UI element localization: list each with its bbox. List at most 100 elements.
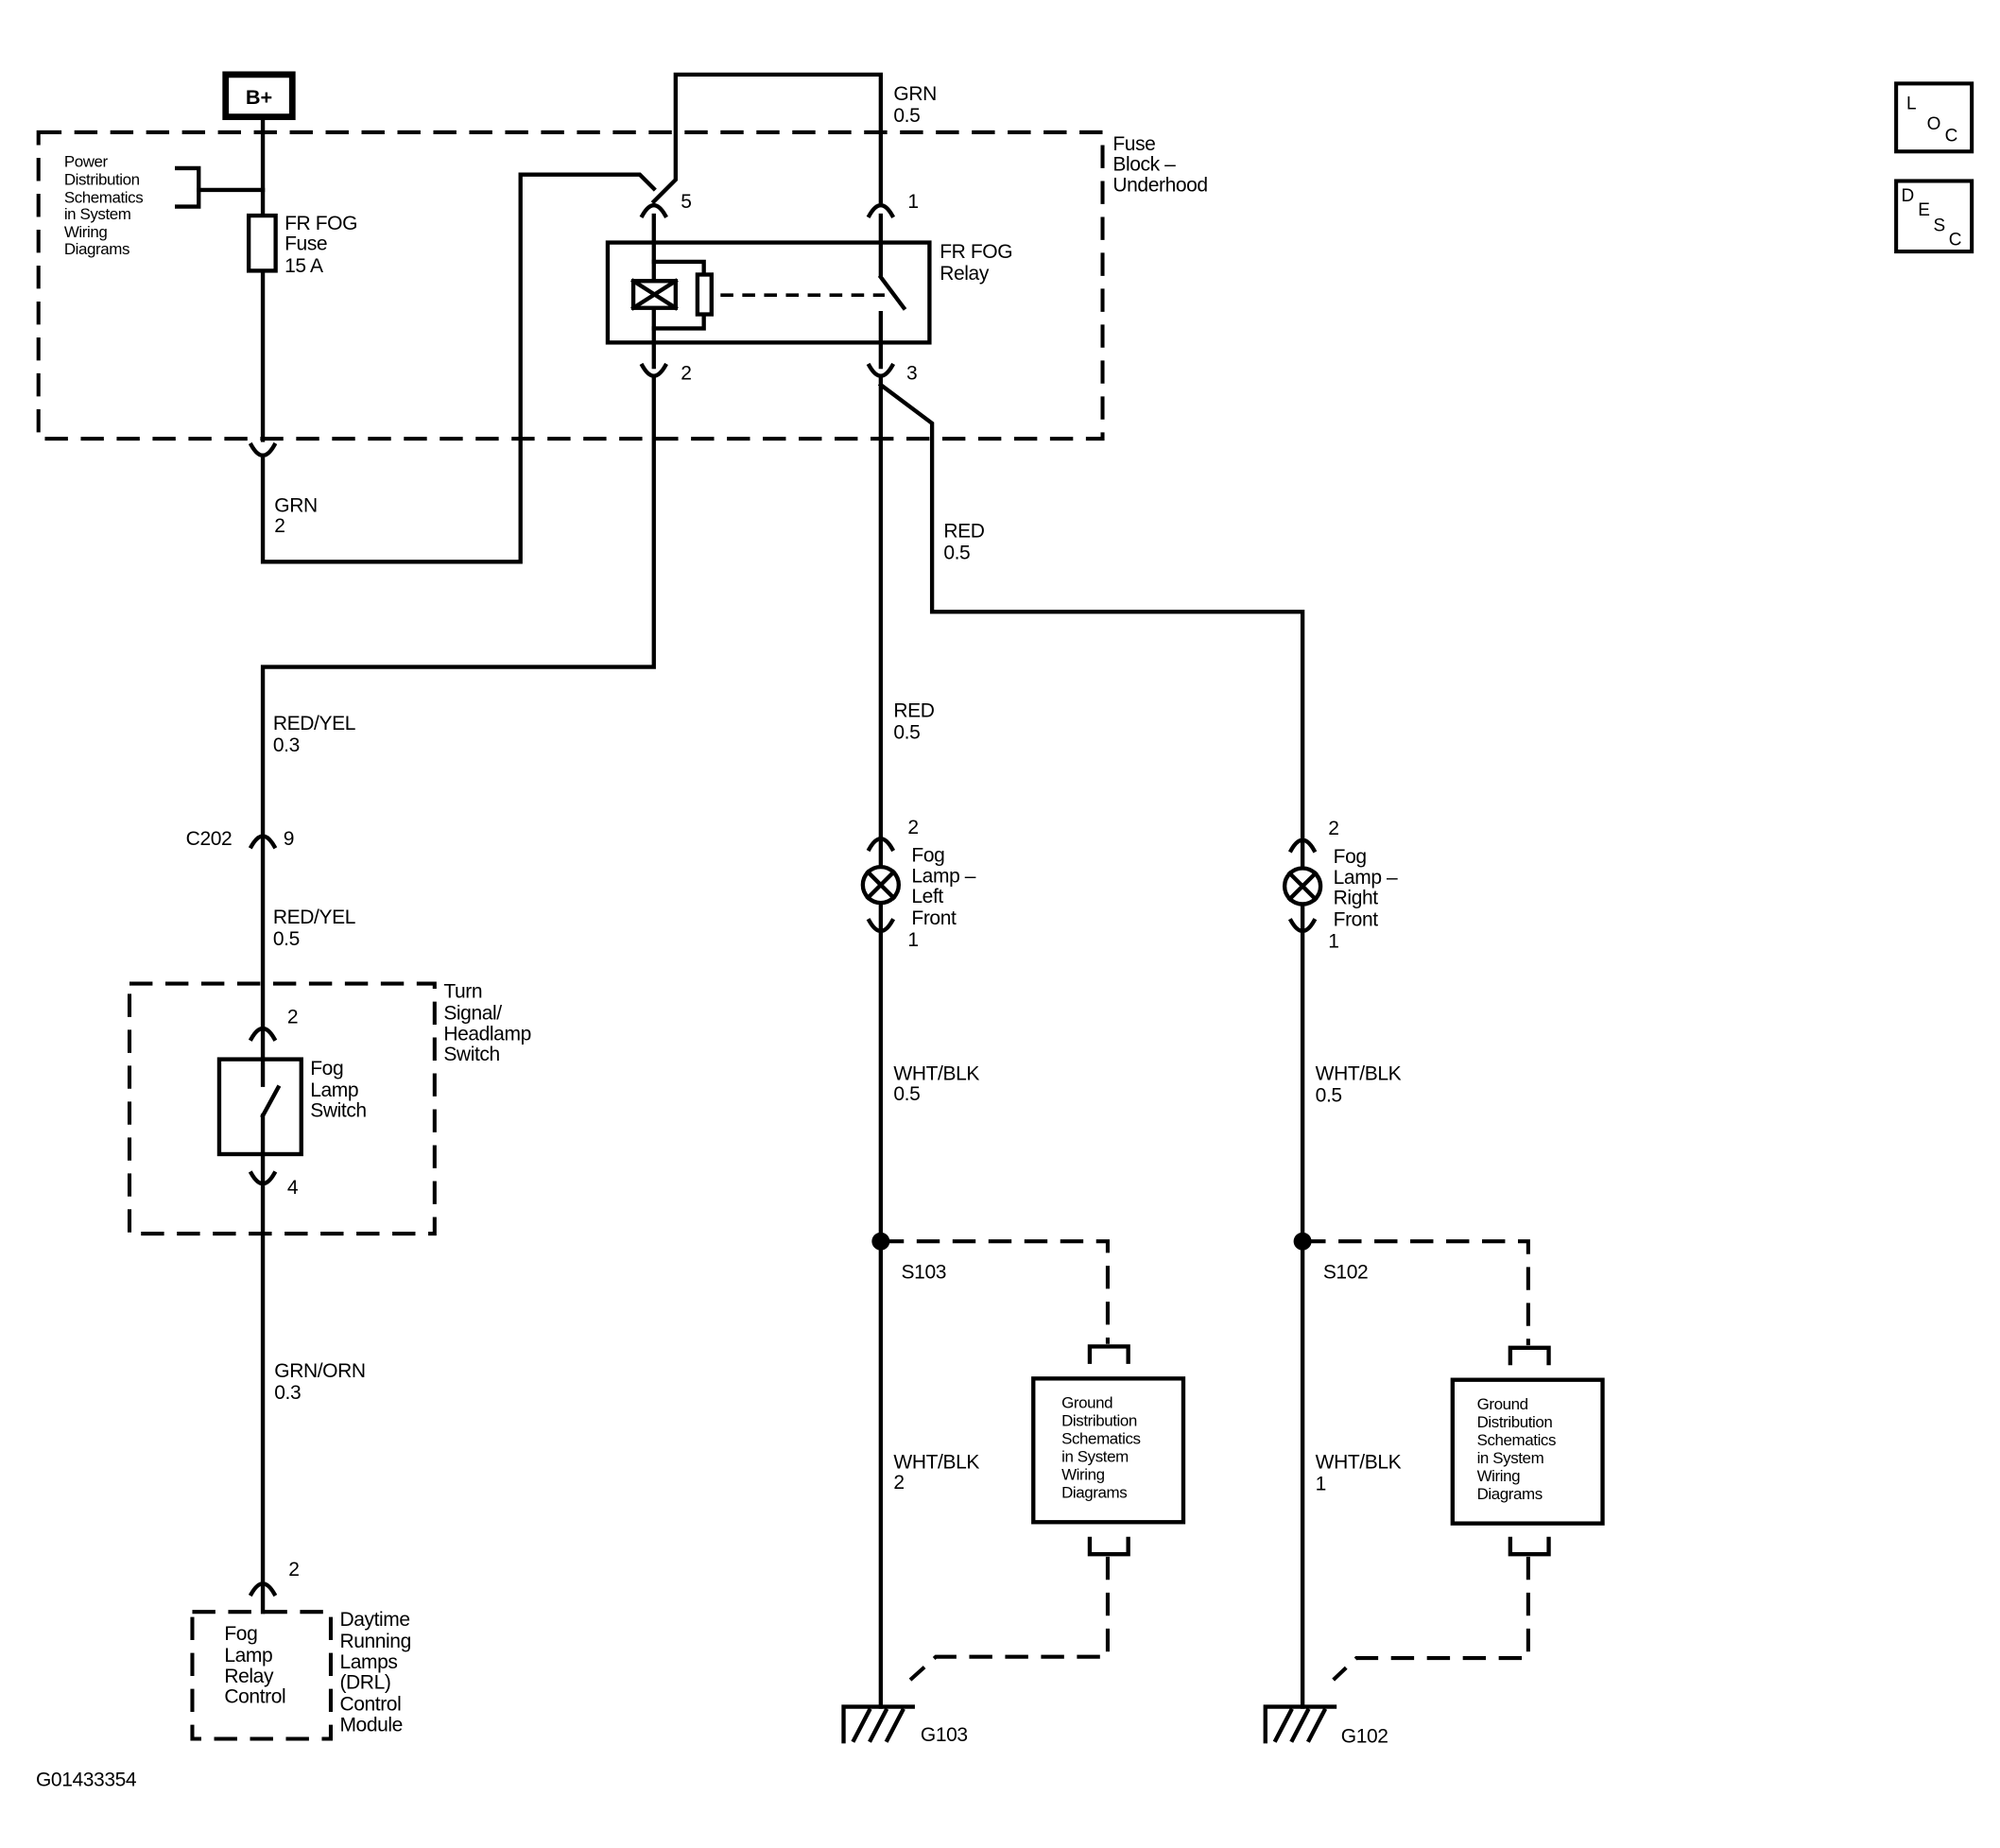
ground-distribution-left-label: Diagrams [1061,1483,1127,1501]
pin-number: 2 [288,1559,299,1580]
connector-c202 [248,834,278,850]
wire-size-label: 1 [1316,1473,1326,1494]
ground-distribution-left-bracket-bottom [1087,1536,1130,1557]
wire-red-yel-0-3 [260,377,656,1062]
fog-lamp-right-label: Right [1334,887,1379,908]
desc-button-letter[interactable]: S [1933,216,1945,235]
ground-distribution-left-label: Ground [1061,1394,1112,1412]
wire-grn-0-5 [650,72,884,205]
drl-module-inner-label: Fog [224,1623,257,1645]
splice-label: S102 [1323,1262,1368,1284]
fog-lamp-switch-box [216,1057,303,1157]
battery-positive-label: B+ [246,85,272,109]
drl-module-label: Module [339,1714,402,1736]
wire-color-label: RED/YEL [273,713,355,734]
fog-lamp-left-label: Left [911,886,943,907]
wire-color-label: RED [893,699,934,721]
fuse-block-outline [36,130,1105,441]
connector-relay-pin-5 [639,203,668,219]
loc-button-frame[interactable] [1894,81,1974,154]
ground-distribution-right-label: Ground [1477,1395,1528,1413]
desc-button-letter[interactable]: D [1902,186,1915,206]
fuse-block-label: Underhood [1112,174,1207,196]
ground-distribution-right-label: in System [1477,1449,1544,1467]
wire-size-label: 0.5 [893,721,920,743]
headlamp-switch-outline [127,981,437,1236]
wire-color-label: RED/YEL [273,907,355,928]
fuse-label: FR FOG [284,213,357,234]
connector-drl-pin-2 [248,1581,278,1598]
ground-distribution-left-link [880,1239,1110,1344]
ground-distribution-left-label: Distribution [1061,1412,1137,1430]
fog-lamp-left-bulb-cross [865,869,897,901]
connector-switch-pin-2 [248,1026,278,1042]
wire-color-label: RED [943,521,984,543]
ground-distribution-left-return [908,1556,1110,1682]
ground-distribution-right-label: Wiring [1477,1467,1521,1485]
loc-button-letter[interactable]: C [1945,126,1958,146]
relay-coil-cross [630,278,679,311]
ground-distribution-right-label: Diagrams [1477,1485,1543,1503]
splice-label: S103 [902,1262,946,1284]
loc-button-letter[interactable]: O [1927,114,1941,134]
wire-size-label: 0.5 [893,1083,920,1105]
fog-lamp-switch-label: Fog [310,1058,343,1079]
desc-button-letter[interactable]: C [1949,230,1962,250]
relay-label: Relay [940,263,990,285]
power-distribution-ref: Diagrams [64,240,129,258]
power-distribution-ref: Wiring [64,223,108,241]
connector-relay-pin-1 [866,203,896,219]
desc-button[interactable]: D E S C [1894,179,1974,254]
drl-module-inner-label: Control [224,1686,285,1708]
pin-number: 2 [681,363,691,385]
loc-button-letter[interactable]: L [1906,95,1917,114]
wire-color-label: WHT/BLK [893,1062,979,1084]
wire-size-label: 0.3 [273,734,300,756]
pin-number: 5 [681,191,691,213]
fuse-symbol [246,213,278,273]
connector-right-lamp-pin-1 [1287,918,1318,934]
wire-color-label: GRN [893,83,936,105]
loc-button[interactable]: L O C [1894,81,1974,154]
wire-size-label: 0.3 [274,1382,301,1404]
relay-suppression-branch [651,259,706,331]
wire-color-label: GRN/ORN [274,1360,365,1382]
headlamp-switch-label: Headlamp [443,1023,531,1045]
ground-distribution-right-bracket-bottom [1508,1536,1551,1557]
drl-module-label: Control [339,1694,401,1716]
pin-number: 2 [907,817,918,838]
fog-lamp-switch-label: Lamp [310,1079,358,1101]
ground-g102-symbol [1263,1704,1337,1744]
desc-button-letter[interactable]: E [1918,200,1930,220]
relay-label: FR FOG [940,241,1012,263]
pin-number: 2 [1328,818,1338,839]
drl-module-label: Daytime [339,1609,409,1631]
fog-lamp-left-label: Front [911,907,957,929]
relay-switch-contact [877,213,907,370]
power-distribution-ref: Distribution [64,171,140,189]
pin-number: 4 [287,1177,299,1199]
ground-distribution-right-link [1302,1239,1530,1346]
fog-lamp-left-label: Fog [911,845,944,867]
ground-distribution-left-label: Schematics [1061,1430,1140,1448]
fog-lamp-right-label: Fog [1334,846,1367,868]
drl-module-inner-label: Lamp [224,1645,272,1667]
fuse-block-label: Fuse [1112,133,1155,155]
drl-module-label: (DRL) [339,1672,390,1694]
drl-module-label: Lamps [339,1651,397,1673]
connector-relay-pin-2 [639,362,668,378]
relay-body [605,240,932,345]
connector-left-lamp-pin-2 [866,837,896,853]
wire-color-label: WHT/BLK [1316,1062,1402,1084]
pin-number: 1 [907,191,918,213]
pin-number: 3 [906,363,917,385]
pin-number: 1 [907,929,918,951]
power-distribution-ref: Schematics [64,189,143,207]
desc-button-frame[interactable] [1894,179,1974,254]
ground-distribution-right-label: Schematics [1477,1431,1556,1449]
connector-left-lamp-pin-1 [866,918,896,934]
ground-distribution-left-label: in System [1061,1448,1129,1466]
wire-color-label: WHT/BLK [1316,1451,1402,1473]
ground-distribution-left-bracket-top [1087,1344,1130,1364]
ground-label: G103 [921,1724,968,1746]
